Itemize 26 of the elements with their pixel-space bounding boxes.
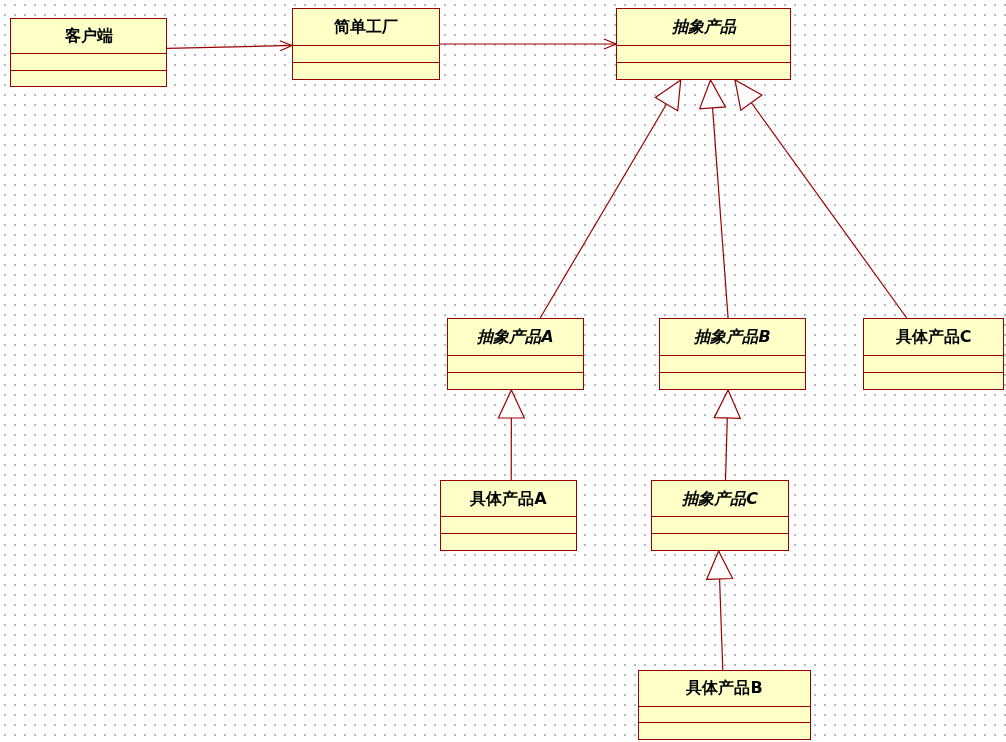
inheritance-arrow [539,79,682,319]
class-box [651,480,789,551]
class-name: 抽象产品A [477,325,554,348]
inheritance-arrow [713,389,741,481]
class-name: 具体产品C [895,325,972,348]
association-arrow [439,38,617,50]
class-box [863,318,1004,390]
class-name: 抽象产品C [682,487,758,510]
class-box [616,8,791,80]
inheritance-arrow [734,79,908,319]
class-name: 客户端 [64,25,113,47]
class-box [292,8,440,80]
inheritance-arrow [699,79,729,319]
class-box [638,670,811,740]
inheritance-arrow [706,550,734,671]
class-box [659,318,806,390]
inheritance-arrow [497,389,525,481]
class-box [10,18,167,87]
class-name: 具体产品A [470,487,547,510]
class-name: 抽象产品 [671,15,736,38]
class-name: 抽象产品B [694,325,771,348]
class-box [440,480,577,551]
class-name: 具体产品B [686,677,763,700]
association-arrow [166,40,293,52]
class-name: 简单工厂 [334,15,398,38]
class-box [447,318,584,390]
